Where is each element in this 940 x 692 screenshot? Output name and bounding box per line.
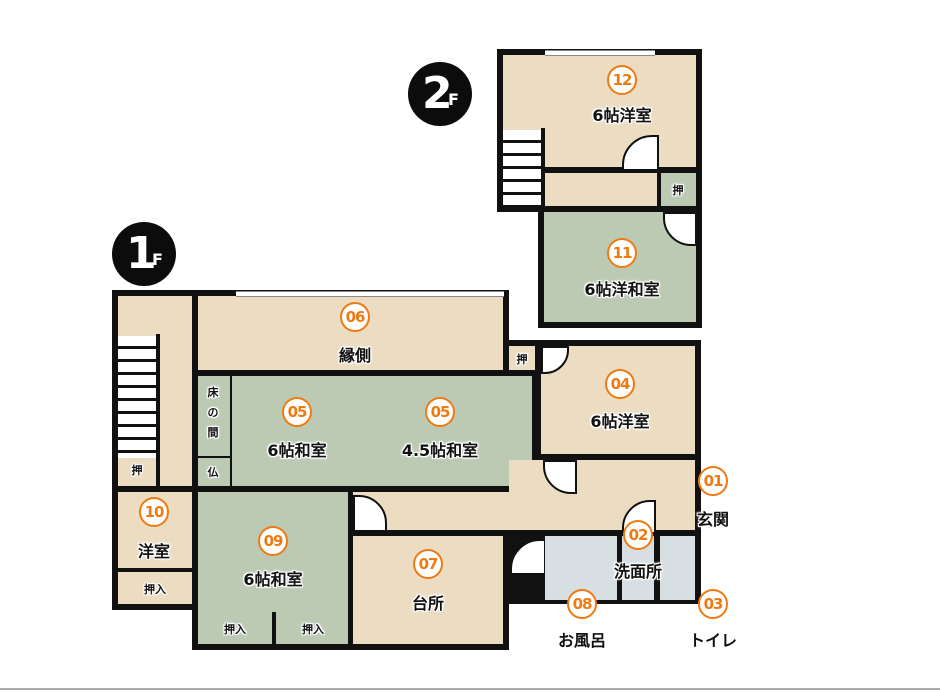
- room-label-10: 洋室: [137, 542, 171, 561]
- floor-badge-2f: 2 F: [408, 62, 472, 126]
- floor-number: 2: [422, 68, 453, 119]
- room-label-11: 6帖洋和室: [584, 280, 660, 299]
- room-04: [541, 346, 695, 454]
- closet-2f-label: 押: [672, 184, 684, 197]
- tokonoma: [198, 376, 230, 456]
- butsuma-label: 仏: [207, 466, 219, 479]
- room-number-02: 02: [623, 520, 653, 550]
- hall-2f: [545, 173, 657, 206]
- room-number-07: 07: [413, 549, 443, 579]
- room-label-03: トイレ: [688, 631, 738, 650]
- room-number-11: 11: [607, 238, 637, 268]
- room-label-04: 6帖洋室: [590, 412, 650, 431]
- closet-2f: [661, 173, 696, 206]
- butsuma: [198, 458, 230, 486]
- window: [545, 50, 655, 56]
- room-number-12: 12: [607, 65, 637, 95]
- room-label-05b: 4.5帖和室: [401, 441, 479, 460]
- toilet: [660, 536, 695, 600]
- tokonoma-label: の: [207, 406, 219, 419]
- closet-09b-label: 押入: [302, 623, 324, 636]
- tokonoma-label: 間: [207, 426, 219, 439]
- room-number-06: 06: [340, 302, 370, 332]
- stair-wall: [541, 128, 545, 208]
- room-label-05a: 6帖和室: [267, 441, 327, 460]
- closet-left-label: 押: [131, 464, 143, 477]
- room-number-03: 03: [698, 589, 728, 619]
- room-label-01: 玄関: [696, 510, 730, 529]
- room-label-06: 縁側: [338, 346, 372, 365]
- room-05: [232, 376, 532, 486]
- closet-04: [509, 346, 535, 370]
- room-label-02: 洗面所: [613, 562, 663, 581]
- room-label-08: お風呂: [557, 631, 607, 650]
- window: [236, 291, 504, 297]
- bottom-divider: [0, 688, 940, 690]
- room-label-12: 6帖洋室: [592, 106, 652, 125]
- hallway: [509, 460, 695, 530]
- floor-suffix: F: [152, 250, 163, 269]
- floor-number: 1: [126, 228, 157, 279]
- room-number-05a: 05: [282, 397, 312, 427]
- door: [622, 135, 659, 171]
- floor-badge-1f: 1 F: [112, 222, 176, 286]
- tokonoma-label: 床: [207, 386, 219, 399]
- closet-left: [118, 458, 156, 486]
- room-number-01: 01: [698, 466, 728, 496]
- floor-suffix: F: [448, 90, 459, 109]
- room-number-10: 10: [139, 497, 169, 527]
- room-number-09: 09: [258, 526, 288, 556]
- room-number-04: 04: [605, 369, 635, 399]
- closet-divider: [272, 612, 276, 646]
- stair-wall: [156, 334, 160, 486]
- closet-10: [118, 572, 192, 604]
- stairs-2f: [503, 130, 541, 206]
- closet-09a-label: 押入: [224, 623, 246, 636]
- room-number-05b: 05: [425, 397, 455, 427]
- room-label-09: 6帖和室: [243, 570, 303, 589]
- closet-04-label: 押: [516, 353, 528, 366]
- stairs-1f: [118, 336, 156, 458]
- room-number-08: 08: [567, 589, 597, 619]
- closet-10-label: 押入: [144, 583, 166, 596]
- room-label-07: 台所: [411, 594, 445, 613]
